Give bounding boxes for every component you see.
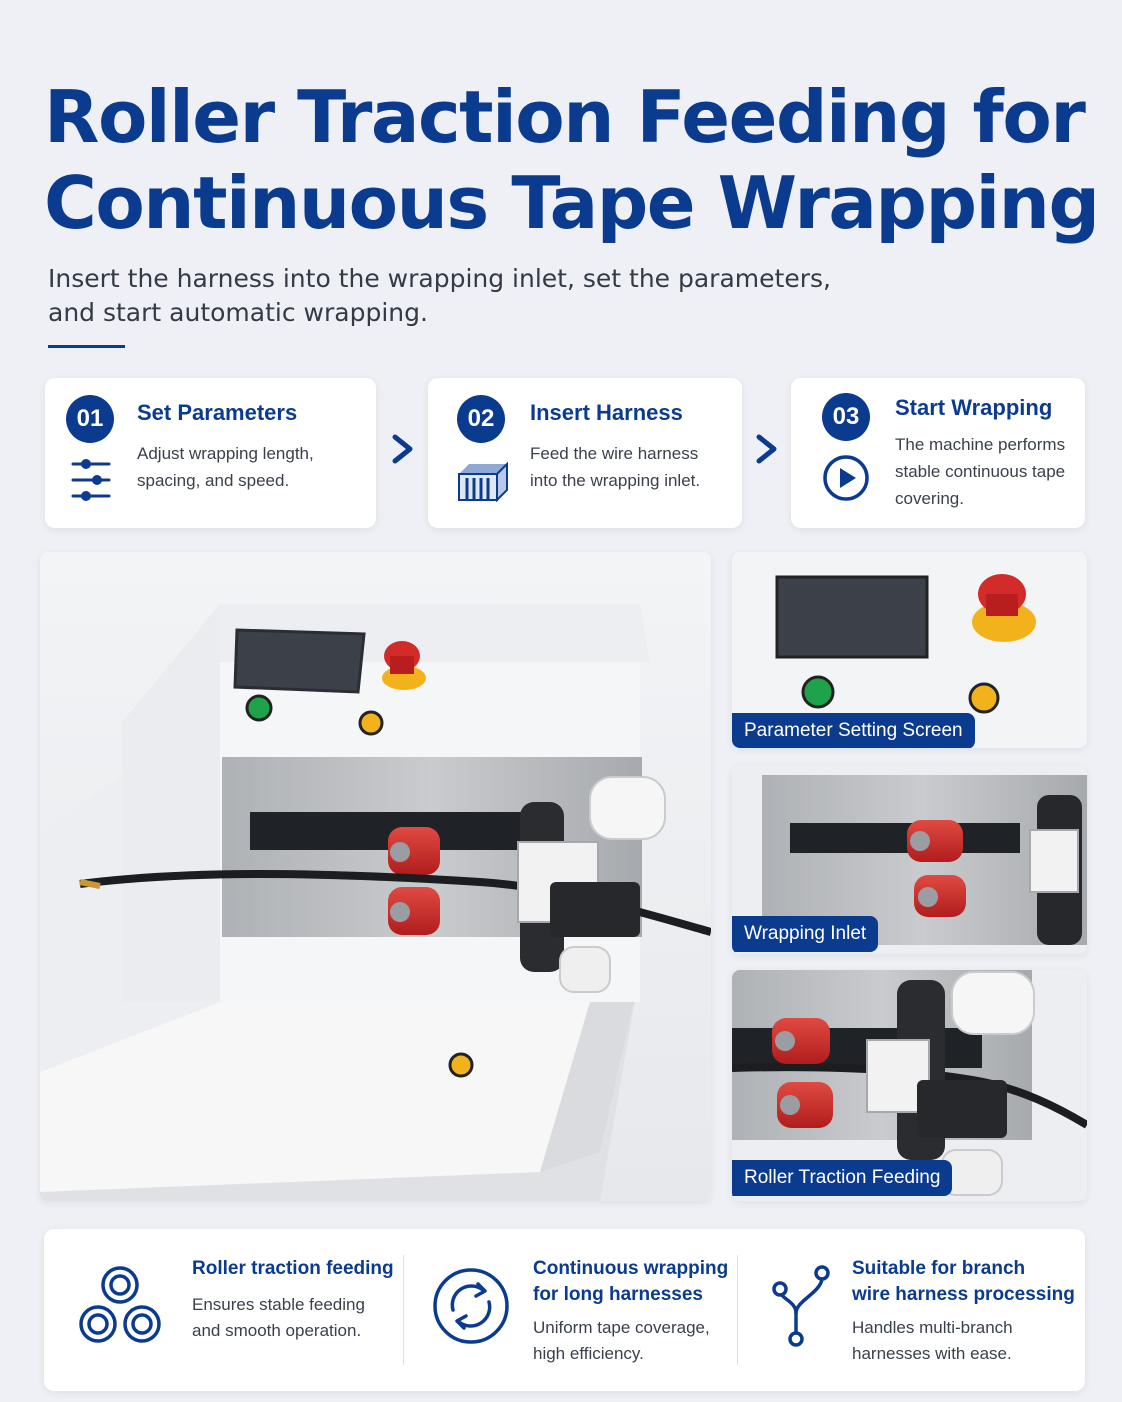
step-description-line: covering. <box>895 489 964 508</box>
step-description: The machine performs stable continuous t… <box>895 431 1065 512</box>
sliders-icon <box>71 459 111 501</box>
page-subtitle: Insert the harness into the wrapping inl… <box>48 262 848 330</box>
feature-title-line: Roller traction feeding <box>192 1258 394 1279</box>
cycle-icon <box>433 1268 509 1344</box>
title-underline-divider <box>48 345 125 348</box>
feature-description-line: Uniform tape coverage, <box>533 1318 710 1337</box>
photo-caption-roller-traction-feeding: Roller Traction Feeding <box>732 1160 953 1196</box>
parameter-screen-image: Parameter Setting Screen <box>732 552 1087 748</box>
page-subtitle-line-2: and start automatic wrapping. <box>48 298 428 327</box>
step-title: Start Wrapping <box>895 395 1053 420</box>
page-title-line-2: Continuous Tape Wrapping <box>44 161 1100 245</box>
page-subtitle-line-1: Insert the harness into the wrapping inl… <box>48 264 831 293</box>
feature-divider <box>403 1255 404 1365</box>
step-title: Insert Harness <box>530 400 683 425</box>
step-number-badge: 02 <box>457 395 505 443</box>
step-description-line: Feed the wire harness <box>530 444 699 463</box>
feature-title-line: for long harnesses <box>533 1284 703 1305</box>
photo-caption-parameter-setting-screen: Parameter Setting Screen <box>732 713 975 748</box>
step-card-set-parameters: 01 Set Parameters Adjust wrapping length… <box>45 378 376 528</box>
step-card-insert-harness: 02 Insert Harness Feed the wire harness … <box>428 378 742 528</box>
rollers-icon <box>79 1266 161 1343</box>
feature-title: Suitable for branch wire harness process… <box>852 1256 1075 1308</box>
step-description-line: spacing, and speed. <box>137 471 290 490</box>
branch-icon <box>772 1265 830 1347</box>
step-description-line: stable continuous tape <box>895 462 1066 481</box>
step-description-line: The machine performs <box>895 435 1066 454</box>
feature-description-line: Ensures stable feeding <box>192 1295 365 1314</box>
features-panel: Roller traction feeding Ensures stable f… <box>44 1229 1085 1391</box>
step-description: Feed the wire harness into the wrapping … <box>530 440 700 494</box>
feature-title: Roller traction feeding <box>192 1256 394 1282</box>
feature-title: Continuous wrapping for long harnesses <box>533 1256 728 1308</box>
wrapping-inlet-image: Wrapping Inlet <box>732 765 1087 954</box>
feature-description-line: Handles multi-branch <box>852 1318 1013 1337</box>
step-number-badge: 03 <box>822 393 870 441</box>
step-number-badge: 01 <box>66 395 114 443</box>
feature-title-line: wire harness processing <box>852 1284 1075 1305</box>
feature-title-line: Continuous wrapping <box>533 1258 729 1279</box>
step-title: Set Parameters <box>137 400 298 425</box>
feature-title-line: Suitable for branch <box>852 1258 1026 1279</box>
page-title: Roller Traction Feeding for Continuous T… <box>44 74 1100 246</box>
roller-traction-image: Roller Traction Feeding <box>732 970 1087 1201</box>
step-card-start-wrapping: 03 Start Wrapping The machine performs s… <box>791 378 1085 528</box>
play-circle-icon <box>823 455 869 501</box>
photo-caption-wrapping-inlet: Wrapping Inlet <box>732 916 879 952</box>
feature-divider <box>737 1255 738 1365</box>
page-title-line-1: Roller Traction Feeding for <box>44 75 1086 159</box>
feature-description-line: harnesses with ease. <box>852 1344 1012 1363</box>
feature-description-line: high efficiency. <box>533 1344 644 1363</box>
feature-description: Uniform tape coverage, high efficiency. <box>533 1315 710 1367</box>
step-description-line: into the wrapping inlet. <box>530 471 701 490</box>
harness-insert-icon <box>458 461 508 503</box>
machine-overview-image <box>40 552 711 1201</box>
feature-description-line: and smooth operation. <box>192 1321 362 1340</box>
step-description-line: Adjust wrapping length, <box>137 444 314 463</box>
feature-description: Handles multi-branch harnesses with ease… <box>852 1315 1013 1367</box>
feature-description: Ensures stable feeding and smooth operat… <box>192 1292 365 1344</box>
step-description: Adjust wrapping length, spacing, and spe… <box>137 440 314 494</box>
chevron-right-icon <box>756 434 777 464</box>
chevron-right-icon <box>392 434 413 464</box>
